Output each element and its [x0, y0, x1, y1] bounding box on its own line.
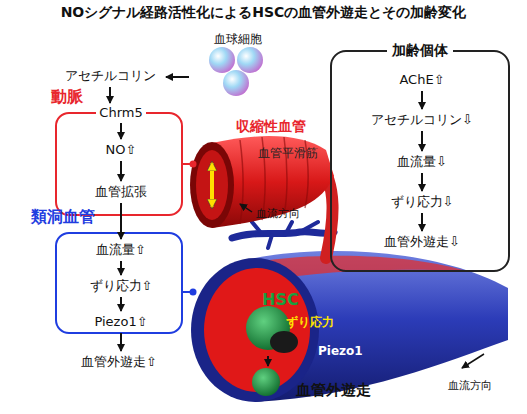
flow-step: AChE⇧ [342, 70, 502, 90]
group-box: 加齢個体AChE⇧アセチルコリン⇩血流量⇩ずり応力⇩血管外遊走⇩ [330, 50, 510, 272]
flow-arrow [109, 87, 111, 103]
illustration-label: 血流方向 [448, 378, 492, 394]
flow-step: ずり応力⇧ [66, 276, 176, 296]
illustration-label: 血管外遊走 [296, 382, 371, 398]
vessel-lumen [196, 150, 228, 220]
flow-arrow [120, 333, 122, 351]
step-text: 血管外遊走⇧ [81, 354, 157, 370]
flow-step: NO⇧ [66, 140, 176, 160]
flow-step: Piezo1⇧ [66, 312, 176, 332]
illustration-label: Piezo1 [318, 343, 363, 359]
cell-label: 血球細胞 [214, 31, 262, 48]
extravasation-arrow [267, 356, 269, 366]
step-text: 血管外遊走⇩ [384, 234, 460, 250]
sinusoid-branch [252, 222, 318, 248]
step-text: アセチルコリン [65, 68, 156, 84]
group-heading: 加齢個体 [387, 41, 453, 59]
flow-step: 血管外遊走⇩ [342, 232, 502, 252]
flow-step: ずり応力⇩ [342, 192, 502, 212]
step-text: Piezo1⇧ [94, 314, 147, 330]
flow-arrow [120, 161, 122, 181]
sinusoid-vessel [232, 232, 334, 238]
group-box: 動脈Chrm5NO⇧血管拡張 [55, 112, 183, 216]
flow-step: 血流量⇩ [342, 152, 502, 172]
flow-arrow [421, 131, 423, 151]
illustration-label: HSC [262, 292, 299, 308]
leader-dot [190, 161, 197, 168]
flow-arrow [421, 173, 423, 191]
hsc-extravasating [252, 368, 280, 396]
group-box: 類洞血管血流量⇧ずり応力⇧Piezo1⇧ [55, 232, 183, 334]
flow-arrow [166, 76, 189, 78]
hsc-nucleus [270, 331, 298, 353]
flow-step: 血管拡張 [66, 182, 176, 202]
group-heading: 類洞血管 [31, 208, 95, 226]
step-text: ずり応力⇧ [90, 278, 153, 294]
step-text: ずり応力⇩ [391, 194, 454, 210]
flow-arrow [120, 203, 122, 239]
step-text: NO⇧ [106, 142, 137, 158]
group-heading: 動脈 [51, 88, 83, 106]
vessel-cross-section [190, 142, 234, 228]
dilation-arrow [210, 163, 214, 207]
step-text: アセチルコリン⇩ [371, 112, 473, 128]
flow-arrow [421, 213, 423, 231]
step-text: 血管拡張 [95, 184, 147, 200]
illustration-label: 収縮性血管 [236, 118, 306, 134]
step-text: AChE⇧ [399, 72, 444, 88]
leader-dot [190, 289, 197, 296]
illustration-label: ずり応力 [286, 314, 334, 330]
flow-arrow [462, 354, 484, 368]
step-text: 血流量⇧ [96, 242, 146, 258]
blood-cell [209, 47, 235, 73]
illustration-label: 血流方向 [256, 206, 300, 222]
flow-step: アセチルコリン⇩ [342, 110, 502, 130]
flow-step: Chrm5 [66, 104, 176, 122]
diagram-title: NOシグナル経路活性化によるHSCの血管外遊走とその加齢変化 [0, 4, 527, 22]
flow-step: 血流量⇧ [66, 240, 176, 260]
flow-arrow [240, 204, 252, 212]
illustration-label: 血管平滑筋 [258, 145, 318, 161]
blood-cell [223, 70, 249, 96]
flow-arrow [120, 123, 122, 139]
cell-group: 血球細胞 [190, 28, 285, 126]
flow-arrow [120, 261, 122, 275]
step-text: 血流量⇩ [397, 154, 447, 170]
vessel-cross-section [191, 258, 319, 402]
blood-cell [237, 47, 263, 73]
step-text: Chrm5 [96, 105, 145, 121]
flow-step: 血管外遊走⇧ [64, 352, 174, 372]
flow-arrow [120, 297, 122, 311]
flow-arrow [421, 91, 423, 109]
flow-step: アセチルコリン [55, 66, 165, 86]
